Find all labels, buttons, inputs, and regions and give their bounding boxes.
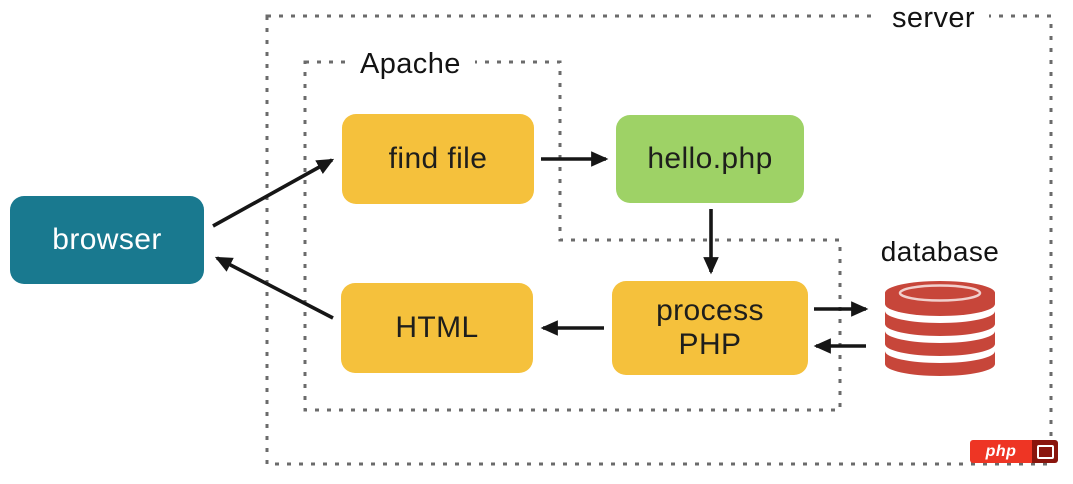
database-icon bbox=[885, 281, 995, 376]
node-html: HTML bbox=[341, 283, 533, 373]
node-browser: browser bbox=[10, 196, 204, 284]
phpcn-logo-box bbox=[1032, 440, 1058, 463]
server-boundary bbox=[265, 14, 1053, 466]
database-label: database bbox=[880, 236, 1000, 267]
arrow-html-to-browser bbox=[214, 256, 334, 320]
arrow-browser-to-find-file bbox=[212, 158, 335, 228]
node-process-php: process PHP bbox=[612, 281, 808, 375]
node-find-file: find file bbox=[342, 114, 534, 204]
apache-label: Apache bbox=[346, 48, 475, 81]
phpcn-logo-text: php bbox=[970, 440, 1032, 463]
phpcn-watermark: php bbox=[970, 440, 1058, 463]
database-icon-highlight bbox=[898, 284, 982, 302]
node-hello-php: hello.php bbox=[616, 115, 804, 203]
screen-icon bbox=[1036, 444, 1054, 459]
apache-boundary bbox=[303, 60, 842, 412]
server-label: server bbox=[878, 2, 989, 35]
arrows bbox=[212, 151, 869, 354]
